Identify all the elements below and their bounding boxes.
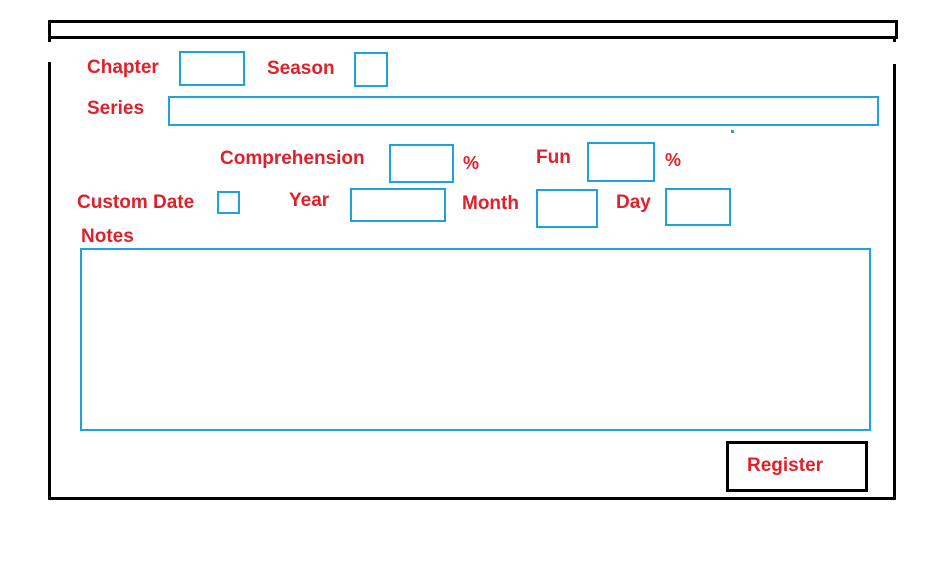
chapter-input[interactable] — [181, 53, 243, 84]
frame-gap-left — [45, 42, 51, 62]
fun-percent: % — [665, 150, 682, 170]
comprehension-percent: % — [463, 153, 480, 173]
notes-label: Notes — [81, 226, 134, 247]
day-label: Day — [616, 192, 651, 213]
title-bar — [48, 20, 898, 39]
notes-textarea[interactable] — [82, 250, 869, 429]
notes-field[interactable] — [80, 248, 871, 431]
year-label: Year — [289, 190, 330, 211]
fun-label: Fun — [536, 147, 571, 168]
comprehension-label: Comprehension — [220, 148, 365, 169]
register-button-label: Register — [747, 455, 824, 476]
year-field[interactable] — [350, 188, 446, 222]
day-input[interactable] — [667, 190, 729, 224]
season-field[interactable] — [354, 52, 388, 87]
fun-input[interactable] — [589, 144, 653, 180]
month-input[interactable] — [538, 191, 596, 226]
chapter-field[interactable] — [179, 51, 245, 86]
register-button[interactable]: Register — [726, 441, 868, 492]
comprehension-input[interactable] — [391, 146, 452, 181]
comprehension-field[interactable] — [389, 144, 454, 183]
month-label: Month — [462, 193, 519, 214]
chapter-label: Chapter — [87, 57, 159, 78]
series-field[interactable] — [168, 96, 879, 126]
year-input[interactable] — [352, 190, 444, 220]
custom-date-checkbox[interactable] — [217, 191, 240, 214]
month-field[interactable] — [536, 189, 598, 228]
series-label: Series — [87, 98, 145, 119]
frame-gap-right — [893, 42, 901, 64]
fun-field[interactable] — [587, 142, 655, 182]
custom-date-label: Custom Date — [77, 192, 195, 213]
season-label: Season — [267, 58, 335, 79]
series-input[interactable] — [170, 98, 877, 124]
season-input[interactable] — [356, 54, 386, 85]
day-field[interactable] — [665, 188, 731, 226]
stray-dot — [731, 130, 734, 133]
